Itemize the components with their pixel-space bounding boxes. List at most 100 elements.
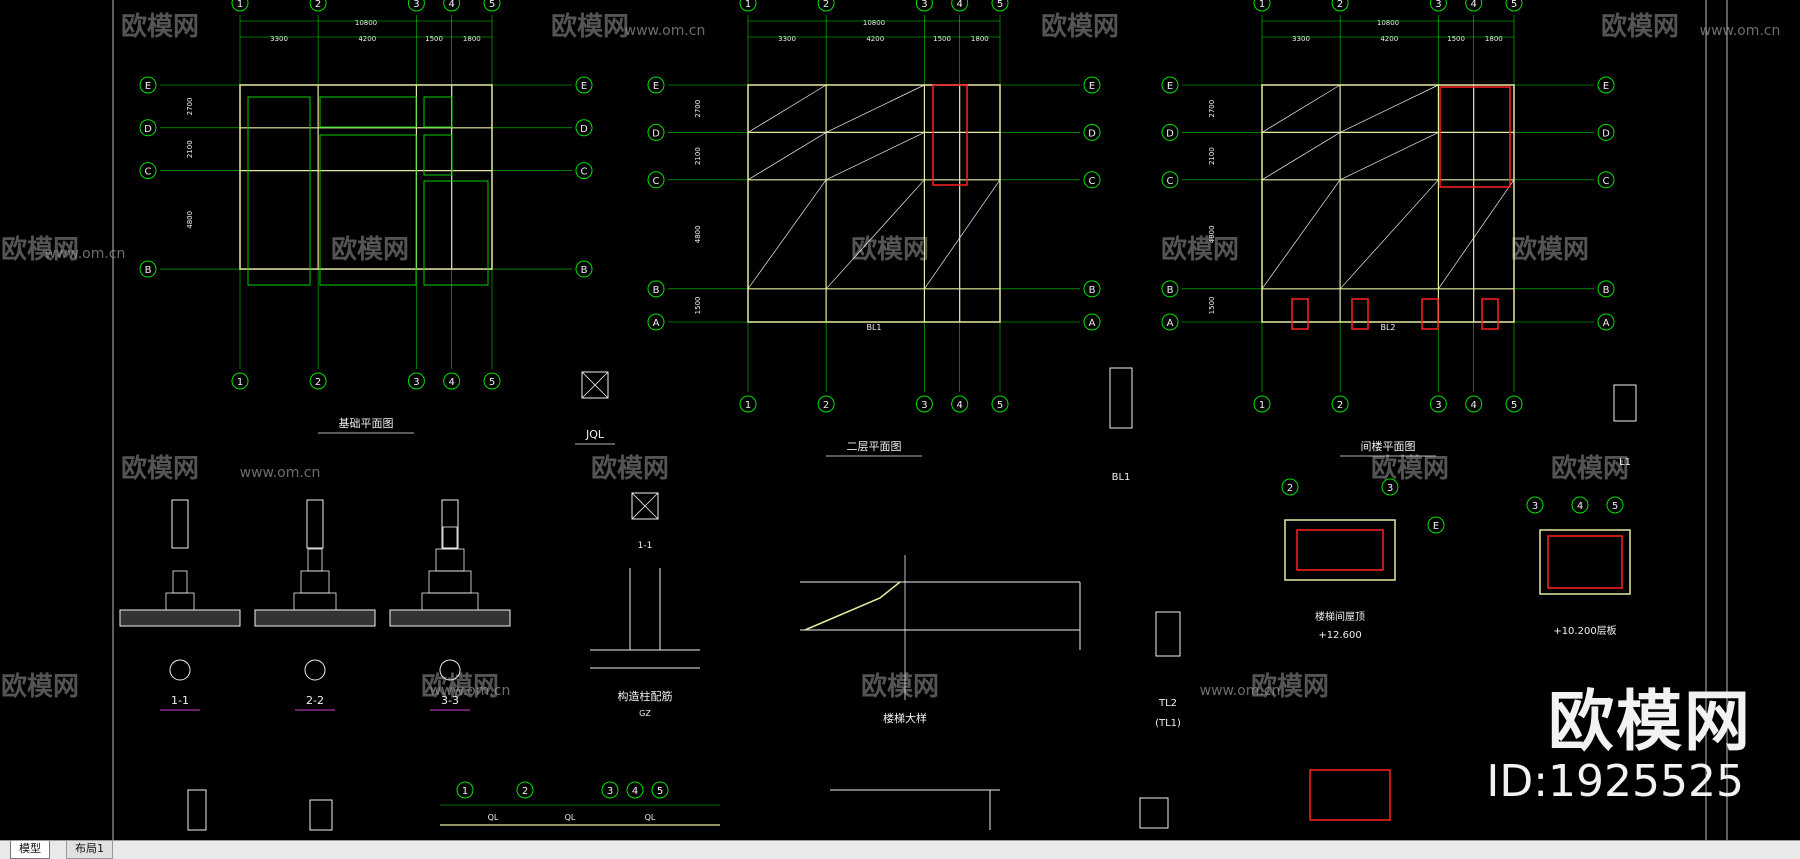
slab-diagonal xyxy=(1438,179,1515,290)
foundation-strip xyxy=(423,180,489,286)
axis-label: A xyxy=(1603,318,1610,329)
axis-bubble-top xyxy=(407,0,425,12)
column-section-label: 1-1 xyxy=(638,541,653,551)
axis-label: 2 xyxy=(823,0,829,10)
axis-bubble-top xyxy=(1505,0,1523,12)
watermark-text: 欧模网 xyxy=(1371,453,1449,484)
beam-label: BL2 xyxy=(1380,323,1395,332)
slab-diagonal xyxy=(1339,84,1439,133)
section-marker xyxy=(439,659,461,681)
roof-outline xyxy=(1284,519,1396,581)
axis-label: E xyxy=(1089,81,1095,92)
background-watermark: 欧模网 xyxy=(1161,234,1239,265)
tab-model[interactable]: 模型 xyxy=(10,841,50,859)
watermark-brand: 欧模网 xyxy=(1548,683,1752,760)
watermark-site: www.om.cn xyxy=(1200,683,1281,699)
axis-bubble-bottom xyxy=(309,372,327,390)
axis-bubble xyxy=(651,781,669,799)
tl2-section xyxy=(1155,611,1181,657)
axis-bubble-right xyxy=(1597,280,1615,298)
footing-step xyxy=(172,570,188,594)
background-watermark: 欧模网 xyxy=(331,234,409,265)
dimension-text: 2700 xyxy=(186,97,194,115)
detail-outline xyxy=(830,789,1000,830)
watermark-text: 欧模网 xyxy=(1,234,79,265)
axis-label: 5 xyxy=(1612,501,1618,512)
background-watermark: 欧模网 xyxy=(851,234,929,265)
axis-bubble-top xyxy=(483,0,501,12)
axis-bubble xyxy=(456,781,474,799)
section-marker xyxy=(304,659,326,681)
detail-section xyxy=(309,799,333,831)
axis-label: B xyxy=(653,285,660,296)
watermark-text: 欧模网 xyxy=(1,671,79,702)
axis-bubble-left xyxy=(647,171,665,189)
rebar-cell xyxy=(1439,86,1511,188)
axis-bubble-bottom xyxy=(407,372,425,390)
axis-bubble-left xyxy=(1161,76,1179,94)
tab-layout1[interactable]: 布局1 xyxy=(66,841,113,859)
watermark-text: 欧模网 xyxy=(591,453,669,484)
dimension-text: 4200 xyxy=(358,35,376,43)
dimension-text: 4800 xyxy=(1208,225,1216,243)
axis-label: B xyxy=(1603,285,1610,296)
axis-label: 4 xyxy=(956,400,962,411)
axis-label: 1 xyxy=(462,786,468,797)
background-watermark: 欧模网 xyxy=(421,671,499,702)
axis-label: A xyxy=(1089,318,1096,329)
axis-bubble-right xyxy=(1597,313,1615,331)
slab-diagonal xyxy=(1261,179,1341,290)
axis-bubble-right xyxy=(575,76,593,94)
axis-label: 5 xyxy=(489,377,495,388)
footing-step xyxy=(435,548,465,572)
detail-section xyxy=(1139,797,1169,829)
wall-outline xyxy=(1261,84,1515,323)
watermark-text: 欧模网 xyxy=(1601,11,1679,42)
dimension-text: 1800 xyxy=(971,35,989,43)
axis-bubble-left xyxy=(647,280,665,298)
stair-roof-level: +12.600 xyxy=(1318,630,1361,641)
axis-label: 4 xyxy=(1470,0,1476,10)
cad-drawing-canvas[interactable]: 欧模网欧模网欧模网欧模网欧模网欧模网欧模网欧模网欧模网欧模网欧模网欧模网欧模网欧… xyxy=(0,0,1800,840)
axis-label: C xyxy=(145,167,152,178)
axis-label: 4 xyxy=(448,377,454,388)
axis-label: E xyxy=(145,81,151,92)
footing-step xyxy=(307,548,323,572)
foundation-strip xyxy=(423,134,453,176)
axis-bubble-top xyxy=(915,0,933,12)
axis-label: B xyxy=(1167,285,1174,296)
rebar-cell xyxy=(1351,298,1369,330)
dimension-text: 1500 xyxy=(1208,296,1216,314)
slab-diagonal xyxy=(1261,84,1341,133)
dimension-text: 4200 xyxy=(866,35,884,43)
axis-label: 3 xyxy=(1387,483,1393,494)
detail-rebar xyxy=(1309,769,1391,821)
axis-bubble-right xyxy=(1083,76,1101,94)
axis-label: 2 xyxy=(1337,0,1343,10)
axis-bubble xyxy=(1427,516,1445,534)
dimension-text: 2700 xyxy=(1208,100,1216,118)
rebar-cell xyxy=(932,84,968,186)
axis-label: D xyxy=(1166,128,1174,139)
axis-bubble-right xyxy=(1083,313,1101,331)
dimension-text: 10800 xyxy=(1377,19,1399,27)
slab-diagonal xyxy=(1261,132,1341,181)
floor-outline xyxy=(1539,529,1631,595)
axis-label: 5 xyxy=(1511,400,1517,411)
axis-bubble-right xyxy=(1083,280,1101,298)
axis-bubble-bottom xyxy=(1331,395,1349,413)
axis-label: B xyxy=(581,265,588,276)
cad-model-space[interactable]: 欧模网欧模网欧模网欧模网欧模网欧模网欧模网欧模网欧模网欧模网欧模网欧模网欧模网欧… xyxy=(0,0,1800,840)
axis-bubble-bottom xyxy=(1253,395,1271,413)
axis-bubble-top xyxy=(951,0,969,12)
watermark-id: ID:1925525 xyxy=(1486,756,1744,807)
section-title: 1-1 xyxy=(171,694,189,707)
axis-bubble-top xyxy=(991,0,1009,12)
stair-flight xyxy=(804,581,901,631)
watermark-text: 欧模网 xyxy=(121,11,199,42)
axis-bubble-bottom xyxy=(483,372,501,390)
foundation-strip xyxy=(319,134,417,286)
axis-label: D xyxy=(580,124,588,135)
floor-1020-title: +10.200层板 xyxy=(1553,624,1616,637)
dimension-text: 2100 xyxy=(694,147,702,165)
